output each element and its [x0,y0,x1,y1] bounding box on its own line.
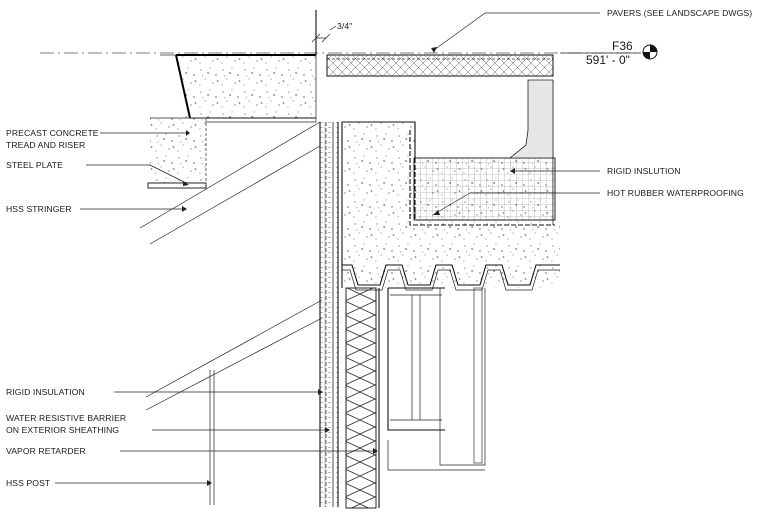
metal-deck [342,264,560,291]
dimension-label: 3/4" [337,21,352,31]
label-rigid-insulation-right: RIGID INSLUTION [607,166,681,176]
label-steel-plate: STEEL PLATE [6,160,63,170]
label-wrb-line1: WATER RESISTIVE BARRIER [6,413,126,423]
left-leaders [55,130,378,486]
label-hss-post: HSS POST [6,478,51,488]
batt-insulation [345,287,380,509]
hss-post [209,370,215,505]
label-hot-rubber: HOT RUBBER WATERPROOFING [607,188,744,198]
concrete-slab [341,80,560,288]
dimension-marker: 3/4" [311,21,352,43]
label-hss-stringer: HSS STRINGER [6,204,72,214]
elevation-value: 591' - 0" [586,53,630,67]
label-wrb-line2: ON EXTERIOR SHEATHING [6,425,119,435]
elevation-tag: F36 [612,39,633,53]
precast-riser [150,117,207,184]
right-leaders [431,12,600,215]
label-precast-line2: TREAD AND RISER [6,140,85,150]
wall-assembly [315,55,339,507]
precast-tread [160,10,317,123]
pavers [326,54,554,77]
paver-curb [508,79,554,159]
elevation-marker: F36 591' - 0" [560,39,658,67]
steel-plate [147,182,207,189]
label-vapor-retarder: VAPOR RETARDER [6,446,86,456]
label-rigid-insulation-left: RIGID INSULATION [6,387,85,397]
label-precast-line1: PRECAST CONCRETE [6,128,99,138]
label-pavers: PAVERS (SEE LANDSCAPE DWGS) [607,8,752,18]
steel-beam [387,287,486,471]
hss-stringer [139,121,323,411]
